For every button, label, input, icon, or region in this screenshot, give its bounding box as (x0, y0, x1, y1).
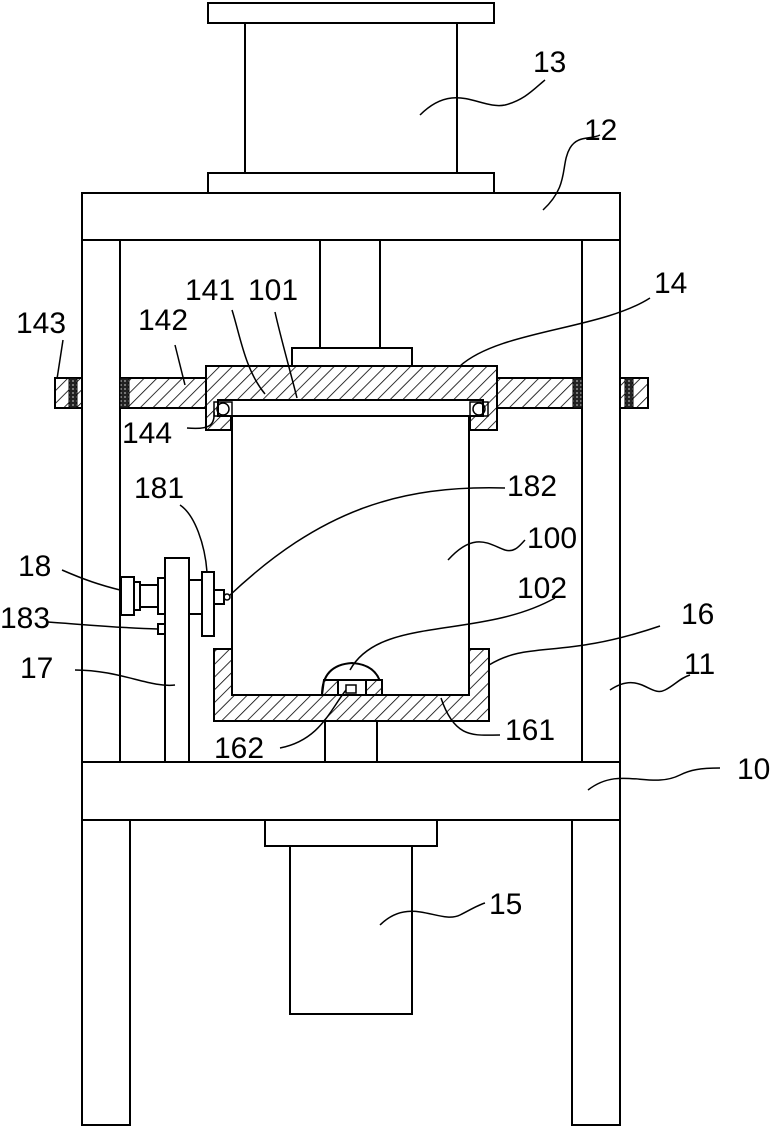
motor-15 (265, 820, 437, 1014)
label-144: 144 (122, 417, 172, 450)
label-141: 141 (185, 274, 235, 307)
label-17: 17 (20, 652, 53, 685)
label-182: 182 (507, 470, 557, 503)
label-15: 15 (489, 888, 522, 921)
label-13: 13 (533, 46, 566, 79)
label-102: 102 (517, 572, 567, 605)
label-143: 143 (16, 307, 66, 340)
label-11: 11 (684, 648, 715, 681)
label-181: 181 (134, 472, 184, 505)
label-10: 10 (737, 753, 770, 786)
label-101: 101 (248, 274, 298, 307)
label-100: 100 (527, 522, 577, 555)
lid-plate-101 (218, 400, 483, 416)
container-100 (232, 416, 469, 695)
label-18: 18 (18, 550, 51, 583)
lower-shaft (325, 721, 377, 762)
label-142: 142 (138, 304, 188, 337)
piston-rod (292, 240, 412, 366)
top-plate-12 (82, 193, 620, 240)
label-12: 12 (584, 114, 617, 147)
label-183: 183 (0, 602, 50, 635)
label-16: 16 (681, 598, 714, 631)
label-162: 162 (214, 732, 264, 765)
bracket-17 (165, 558, 189, 762)
label-161: 161 (505, 714, 555, 747)
label-14: 14 (654, 267, 687, 300)
